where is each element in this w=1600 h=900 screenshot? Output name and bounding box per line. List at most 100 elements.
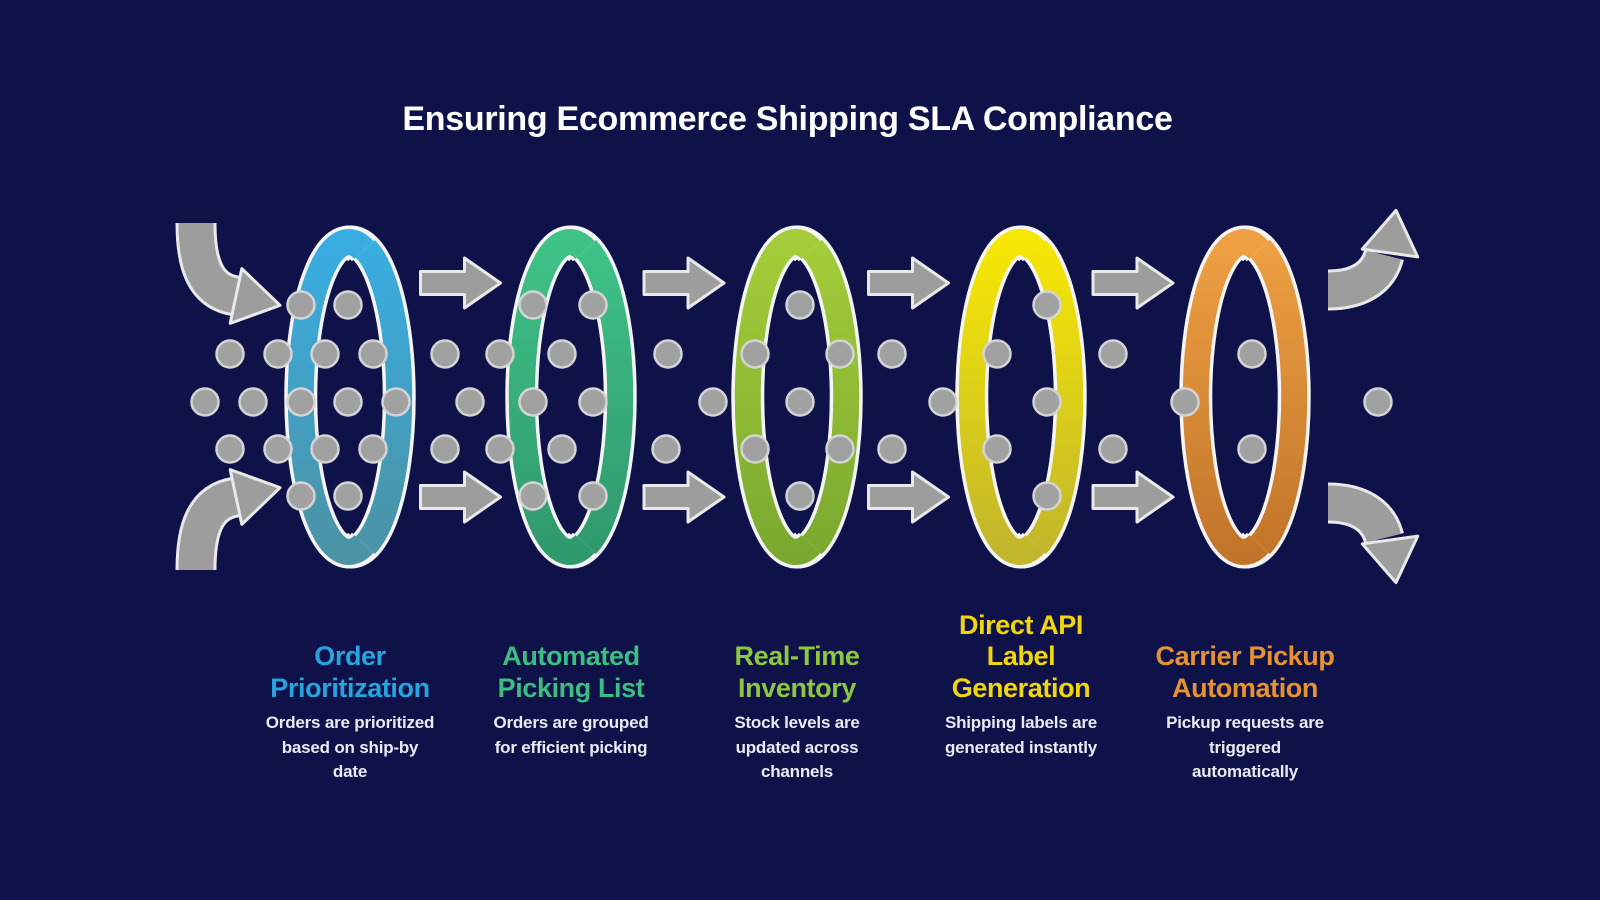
stage-description-line: Orders are grouped	[493, 713, 649, 732]
stage-description: Orders are prioritized based on ship-by da…	[235, 711, 465, 785]
stage-ring-real-time-inventory	[731, 225, 863, 569]
outflow-top-arrow-icon	[1327, 208, 1420, 311]
order-dot	[263, 339, 293, 369]
stage-description-line: date	[332, 762, 368, 781]
stage-description-line: based on ship-by	[281, 737, 419, 757]
order-dot	[518, 387, 548, 417]
stage-title-line: Prioritization	[270, 672, 430, 703]
order-dot	[286, 481, 316, 511]
stage-title-line: Automation	[1172, 672, 1318, 703]
page-title: Ensuring Ecommerce Shipping SLA Complian…	[402, 100, 1173, 138]
order-dot	[455, 387, 485, 417]
stage-description-line: Stock levels are	[734, 713, 860, 732]
flow-arrow-icon	[1091, 256, 1175, 310]
inflow-bottom-arrow-icon	[175, 468, 282, 571]
order-dot	[263, 434, 293, 464]
order-dot	[740, 339, 770, 369]
order-dot	[518, 290, 548, 320]
order-dot	[485, 339, 515, 369]
stage-description-line: for efficient picking	[494, 737, 648, 757]
order-dot	[1098, 434, 1128, 464]
stage-description: Orders are grouped for efficient picking	[456, 711, 686, 760]
order-dot	[485, 434, 515, 464]
ring-band	[734, 229, 821, 565]
order-dot	[430, 339, 460, 369]
flow-arrow-icon	[867, 256, 950, 310]
order-dot	[785, 481, 815, 511]
stage-description: Shipping labels are generated instantly	[906, 711, 1136, 760]
stage-description: Stock levels are updated across channels	[682, 711, 912, 785]
order-dot	[238, 387, 268, 417]
order-dot	[547, 434, 577, 464]
order-dot	[215, 339, 245, 369]
stage-title-line: Direct API	[958, 609, 1084, 640]
order-dots	[190, 290, 1393, 511]
order-dot	[518, 481, 548, 511]
order-dot	[190, 387, 220, 417]
flow-arrow-icon	[419, 470, 502, 524]
order-dot	[740, 434, 770, 464]
ring-band	[1182, 229, 1269, 565]
stage-title-line: Real-Time	[734, 641, 860, 671]
order-dot	[982, 434, 1012, 464]
stage-description-line: updated across	[735, 737, 859, 757]
order-dot	[286, 290, 316, 320]
order-dot	[578, 481, 608, 511]
order-dot	[1032, 387, 1062, 417]
order-dot	[698, 387, 728, 417]
stage-description-line: generated instantly	[944, 737, 1098, 757]
stage-ring-carrier-pickup-automation	[1179, 225, 1311, 569]
stage-description-line: Shipping labels are	[944, 713, 1098, 732]
flow-arrow-icon	[642, 470, 726, 524]
order-dot	[785, 387, 815, 417]
flow-arrow-icon	[1091, 470, 1175, 524]
stage-ring-direct-api-label-generation	[955, 225, 1087, 569]
stage-title-line: Label	[986, 641, 1056, 671]
order-dot	[982, 339, 1012, 369]
order-dot	[928, 387, 958, 417]
stage-description-line: Pickup requests are	[1166, 713, 1324, 732]
order-dot	[651, 434, 681, 464]
order-dot	[310, 434, 340, 464]
stage-title-line: Picking List	[497, 672, 645, 703]
stage-description-line: automatically	[1191, 762, 1299, 781]
flow-arrow-icon	[419, 256, 502, 310]
order-dot	[825, 339, 855, 369]
ring-band	[1221, 229, 1308, 565]
order-dot	[825, 434, 855, 464]
inflow-top-arrow-icon	[175, 222, 282, 325]
order-dot	[877, 339, 907, 369]
order-dot	[381, 387, 411, 417]
order-dot	[578, 387, 608, 417]
ring-band	[958, 229, 1045, 565]
order-dot	[333, 481, 363, 511]
order-dot	[653, 339, 683, 369]
stage-description-line: Orders are prioritized	[265, 713, 435, 732]
stage-title-line: Automated	[502, 641, 640, 671]
stage-description-line: triggered	[1209, 737, 1281, 757]
order-dot	[286, 387, 316, 417]
order-dot	[333, 290, 363, 320]
order-dot	[877, 434, 907, 464]
order-dot	[785, 290, 815, 320]
order-dot	[578, 290, 608, 320]
flow-arrow-icon	[642, 256, 726, 310]
order-dot	[358, 339, 388, 369]
stage-title-line: Generation	[951, 672, 1091, 703]
stage-description-line: channels	[760, 762, 834, 781]
order-dot	[1363, 387, 1393, 417]
stage-description: Pickup requests are triggered automaticall…	[1130, 711, 1360, 785]
order-dot	[1237, 339, 1267, 369]
order-dot	[215, 434, 245, 464]
order-dot	[1237, 434, 1267, 464]
stage-title-line: Inventory	[738, 672, 856, 703]
